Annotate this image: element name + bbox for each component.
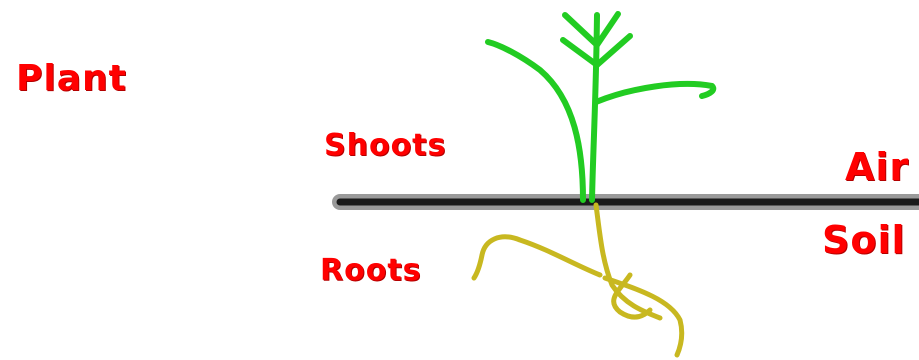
shoots-illustration	[488, 14, 713, 200]
air-label: Air	[845, 145, 909, 189]
roots-illustration	[474, 205, 682, 355]
roots-label: Roots	[320, 253, 422, 288]
plant-label: Plant	[16, 58, 127, 99]
shoots-label: Shoots	[324, 128, 446, 163]
soil-label: Soil	[822, 218, 906, 262]
